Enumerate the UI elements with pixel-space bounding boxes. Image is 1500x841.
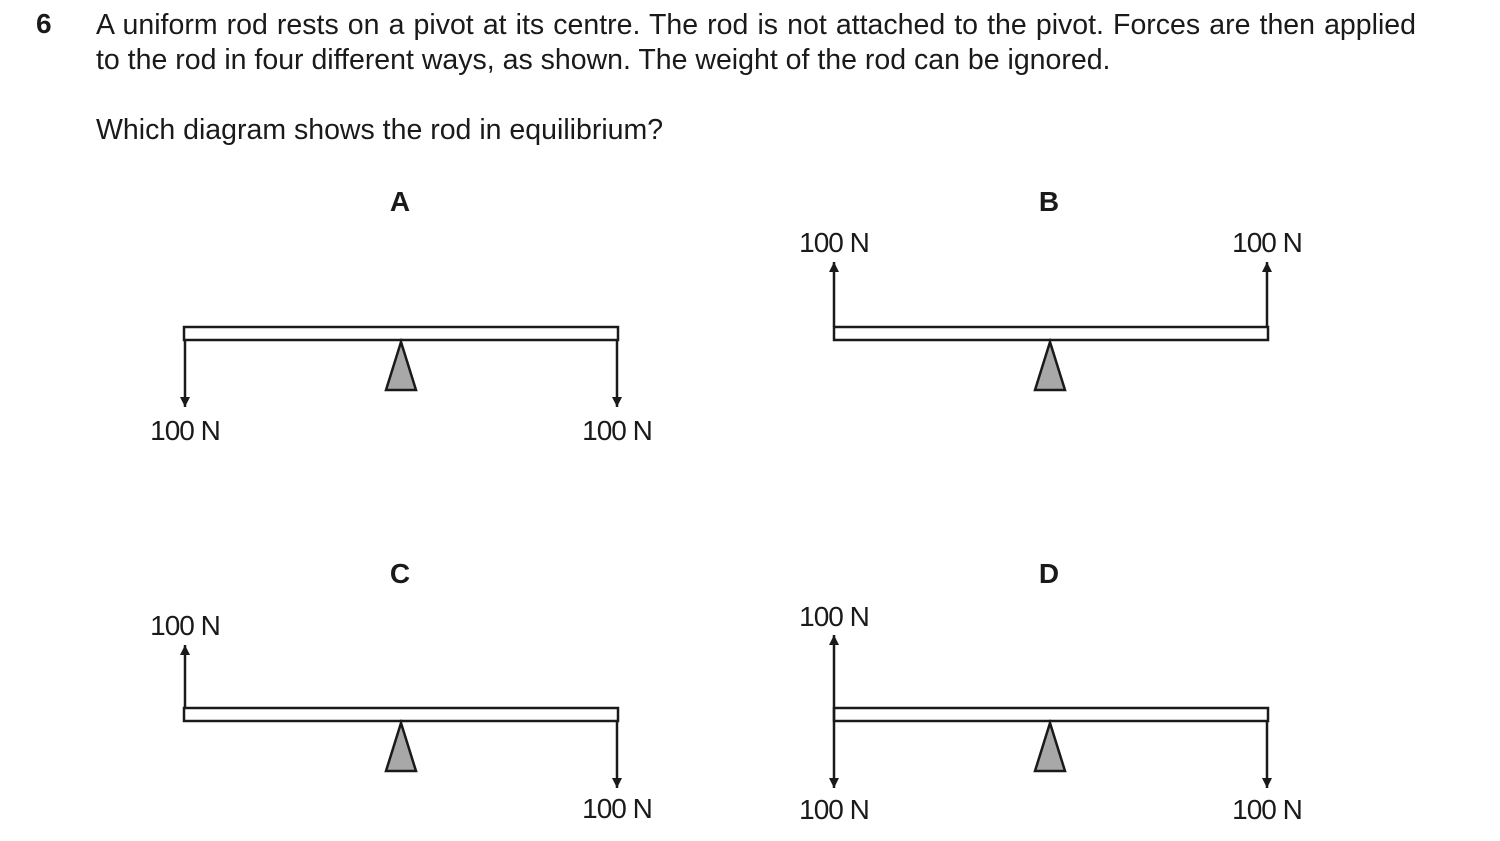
diagram-d-pivot <box>1033 718 1067 773</box>
diagram-a-pivot <box>384 337 418 392</box>
diagram-b: B 100 N 100 N <box>799 186 1303 392</box>
diagram-d-right-force-label: 100 N <box>1232 794 1302 825</box>
diagram-b-letter: B <box>1039 186 1059 217</box>
diagram-b-pivot <box>1033 337 1067 392</box>
diagram-c: C 100 N 100 N <box>150 558 653 824</box>
diagram-a-right-force-label: 100 N <box>582 415 652 446</box>
diagram-d-letter: D <box>1039 558 1059 589</box>
diagram-b-right-force-label: 100 N <box>1232 227 1302 258</box>
diagram-d-left-down-force-label: 100 N <box>799 794 869 825</box>
diagram-a-left-force-label: 100 N <box>150 415 220 446</box>
diagram-c-left-force-label: 100 N <box>150 610 220 641</box>
diagram-d-rod <box>832 706 1270 723</box>
diagram-a-letter: A <box>390 186 410 217</box>
question-stem: A uniform rod rests on a pivot at its ce… <box>96 9 1416 76</box>
diagram-d-left-up-force-label: 100 N <box>799 601 869 632</box>
diagram-c-pivot <box>384 718 418 773</box>
diagram-b-left-force-label: 100 N <box>799 227 869 258</box>
diagram-c-letter: C <box>390 558 410 589</box>
diagram-d: D 100 N 100 N 100 N <box>799 558 1303 825</box>
diagram-c-right-force-label: 100 N <box>582 793 652 824</box>
diagram-b-rod <box>832 325 1270 342</box>
question-number: 6 <box>36 8 52 39</box>
diagram-a: A 100 N 100 N <box>150 186 653 446</box>
question-prompt: Which diagram shows the rod in equilibri… <box>96 114 664 146</box>
